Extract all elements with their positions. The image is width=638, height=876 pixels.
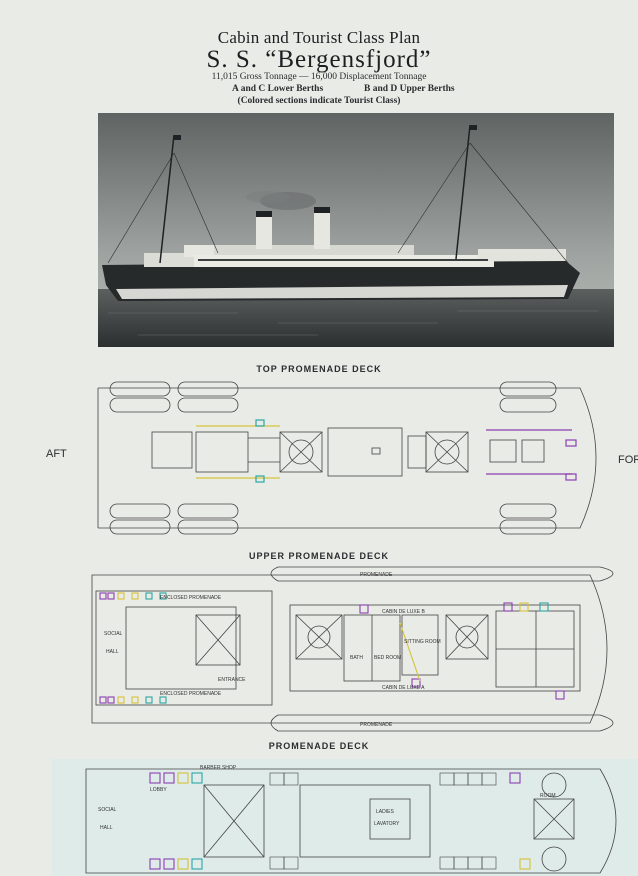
plan-title: Cabin and Tourist Class Plan xyxy=(217,28,421,47)
ladies-label: LADIES xyxy=(376,809,394,815)
tonnage-line: 11,015 Gross Tonnage — 16,000 Displaceme… xyxy=(211,72,427,82)
upper-berths-legend: B and D Upper Berths xyxy=(364,84,455,94)
sitting-room-label: SITTING ROOM xyxy=(404,639,441,645)
upper-promenade-deck-plan: PROMENADE PROMENADE ENCLOSED PROMENADE E… xyxy=(91,566,614,732)
top-promenade-deck-plan xyxy=(97,381,597,535)
ship-photograph xyxy=(98,113,614,347)
aft-label: AFT xyxy=(46,448,67,460)
barber-shop-label: BARBER SHOP xyxy=(200,765,237,771)
lower-berths-legend: A and C Lower Berths xyxy=(232,84,324,94)
enclosed-promenade-label-bottom: ENCLOSED PROMENADE xyxy=(160,691,222,697)
ship-name: S. S. “Bergensfjord” xyxy=(206,46,432,73)
promenade-label-top: PROMENADE xyxy=(360,572,393,578)
promenade-deck-plan: SOCIAL HALL LOBBY BARBER SHOP LADIES LAV… xyxy=(52,759,638,876)
hall-label: HALL xyxy=(106,649,119,655)
enclosed-promenade-label-top: ENCLOSED PROMENADE xyxy=(160,595,222,601)
upper-promenade-deck-title: UPPER PROMENADE DECK xyxy=(248,551,389,561)
social-label: SOCIAL xyxy=(104,631,123,637)
lavatory-label: LAVATORY xyxy=(374,821,400,827)
top-promenade-deck-title: TOP PROMENADE DECK xyxy=(256,364,382,374)
cabin-de-luxe-b-label: CABIN DE LUXE B xyxy=(382,609,425,615)
room-label: ROOM xyxy=(540,793,556,799)
forward-label: FORW xyxy=(618,454,638,466)
bath-label: BATH xyxy=(350,655,363,661)
social-label: SOCIAL xyxy=(98,807,117,813)
entrance-label: ENTRANCE xyxy=(218,677,246,683)
lobby-label: LOBBY xyxy=(150,787,167,793)
cabin-de-luxe-a-label: CABIN DE LUXE A xyxy=(382,685,425,691)
bed-room-label: BED ROOM xyxy=(374,655,401,661)
promenade-deck-title: PROMENADE DECK xyxy=(268,741,370,751)
color-note: (Colored sections indicate Tourist Class… xyxy=(237,96,401,106)
hall-label: HALL xyxy=(100,825,113,831)
promenade-label-bottom: PROMENADE xyxy=(360,722,393,728)
